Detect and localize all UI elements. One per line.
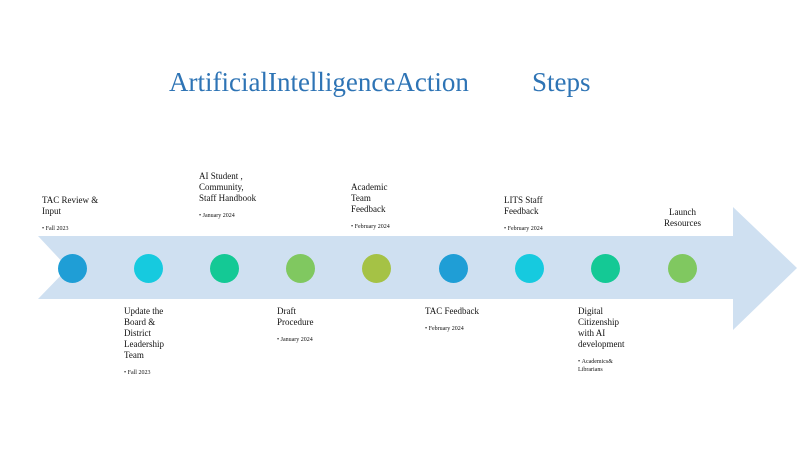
step-label-4: Draft Procedure January 2024 — [277, 306, 327, 344]
step-node-5 — [362, 254, 391, 283]
arrow-shape — [38, 207, 797, 330]
step-node-9 — [668, 254, 697, 283]
step-date: February 2024 — [351, 223, 396, 231]
step-date: February 2024 — [504, 225, 559, 233]
step-node-3 — [210, 254, 239, 283]
step-title: Launch Resources — [664, 207, 701, 228]
step-label-6: TAC Feedback February 2024 — [425, 306, 495, 333]
page-title-steps: Steps — [532, 67, 591, 97]
step-label-3: AI Student , Community, Staff Handbook J… — [199, 171, 259, 220]
step-date: January 2024 — [277, 336, 327, 344]
step-node-8 — [591, 254, 620, 283]
step-label-5: Academic Team Feedback February 2024 — [351, 182, 396, 231]
step-date: Academics& Librarians — [578, 358, 618, 374]
step-title: Academic Team Feedback — [351, 182, 388, 214]
step-date: Fall 2023 — [124, 369, 172, 377]
step-title: TAC Review & Input — [42, 195, 99, 216]
step-label-8: Digital Citizenship with AI development … — [578, 306, 630, 374]
step-node-7 — [515, 254, 544, 283]
step-title: AI Student , Community, Staff Handbook — [199, 171, 257, 203]
step-date: January 2024 — [199, 212, 259, 220]
step-label-2: Update the Board & District Leadership T… — [124, 306, 172, 377]
step-node-1 — [58, 254, 87, 283]
step-label-7: LITS Staff Feedback February 2024 — [504, 195, 559, 233]
step-title: LITS Staff Feedback — [504, 195, 543, 216]
step-date: Fall 2023 — [42, 225, 117, 233]
step-node-2 — [134, 254, 163, 283]
step-node-6 — [439, 254, 468, 283]
step-title: Update the Board & District Leadership T… — [124, 306, 164, 360]
step-label-1: TAC Review & Input Fall 2023 — [42, 195, 117, 233]
step-title: Digital Citizenship with AI development — [578, 306, 625, 349]
step-node-4 — [286, 254, 315, 283]
step-label-9: Launch Resources — [660, 207, 705, 229]
step-title: TAC Feedback — [425, 306, 480, 316]
step-date: February 2024 — [425, 325, 495, 333]
page-title: ArtificialIntelligenceAction — [169, 67, 469, 97]
step-title: Draft Procedure — [277, 306, 314, 327]
